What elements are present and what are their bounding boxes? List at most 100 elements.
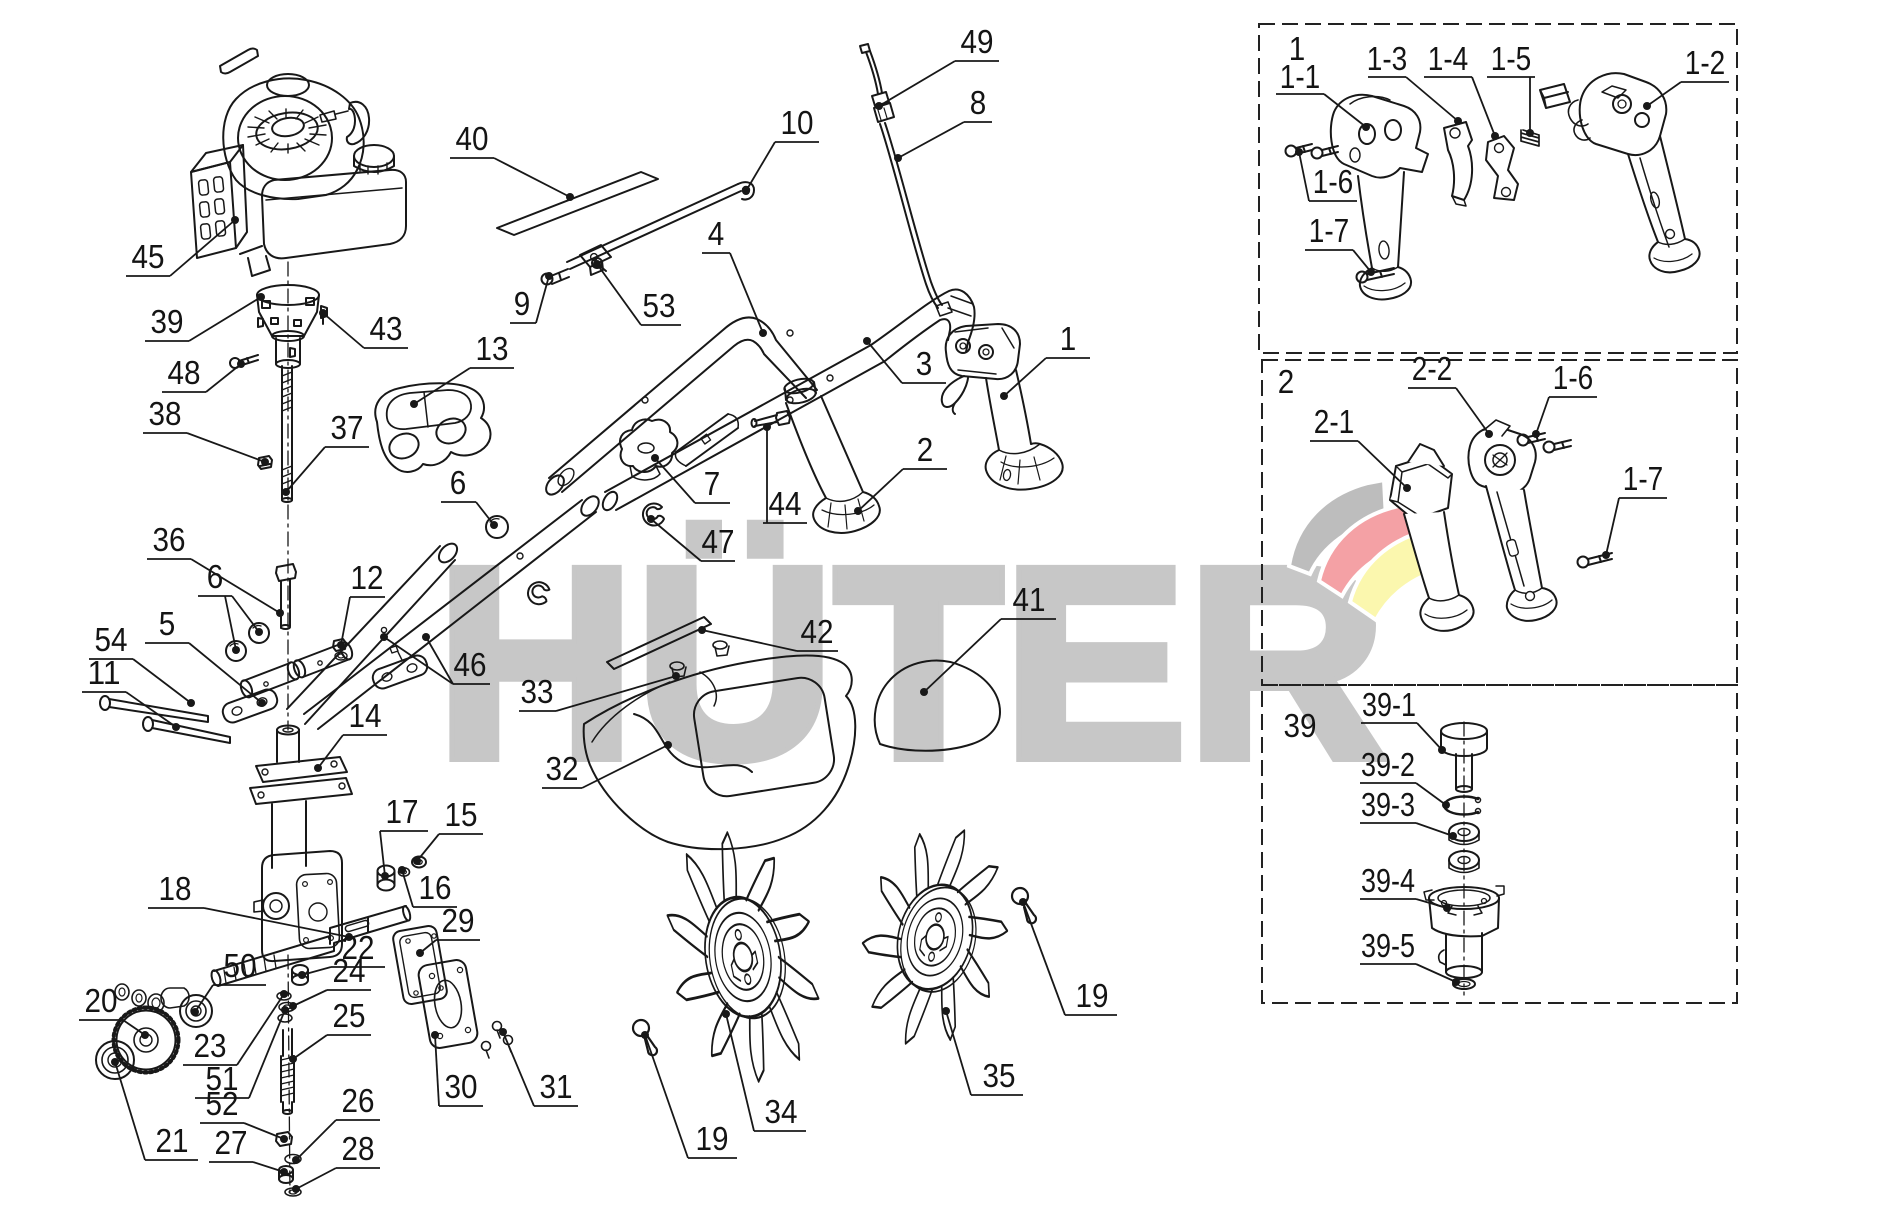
callout-1-6-part [1298, 151, 1310, 202]
screws-1-6-panel1-part [1321, 145, 1339, 157]
transmission-shaft-part [402, 905, 412, 922]
huter-logo-icon-part [1286, 477, 1389, 577]
clamp-halfpipe-a-part [242, 662, 298, 698]
callout-39-1: 39-1 [1361, 686, 1446, 754]
bearing-21-part [101, 1046, 129, 1074]
callout-39-part [188, 296, 262, 342]
callout-1-6-part [1532, 430, 1540, 438]
callout-34-part [722, 1010, 730, 1018]
worm-shaft-stack-part [280, 1056, 295, 1097]
drive-shaft-part [229, 624, 262, 647]
callout-50: 50 [191, 947, 266, 1016]
bolt-36-part [275, 563, 297, 582]
cable-adjuster-49-part [877, 109, 882, 121]
callout-35-part [945, 1010, 972, 1096]
trim-strip-42 [606, 616, 712, 670]
callout-27-part [252, 1161, 285, 1173]
callout-36-part [276, 609, 284, 617]
callout-1-4-part [1491, 132, 1499, 140]
callout-34-part [725, 1013, 755, 1132]
callout-32-part: 32 [546, 750, 579, 787]
callout-22: 22 [298, 929, 385, 979]
ball-6c [485, 515, 509, 539]
callout-30-part [431, 1031, 439, 1039]
engine-assembly [190, 47, 407, 277]
callout-39-3: 39-3 [1360, 786, 1457, 840]
callout-49-part [875, 102, 883, 110]
callout-19-part [1022, 901, 1066, 1016]
callout-1-part: 1 [1060, 320, 1077, 357]
recoil-fins-part [255, 138, 270, 146]
drum-39-1-part [1440, 730, 1488, 749]
callout-18-part [345, 933, 353, 941]
callout-23: 23 [183, 990, 288, 1066]
bearing-21 [95, 1040, 135, 1080]
drive-shaft-part-part [281, 392, 293, 398]
fender [582, 654, 857, 851]
callout-46-part [380, 633, 388, 641]
handlebar-tube-4-part [557, 467, 575, 487]
screws-31-part [491, 1020, 503, 1032]
left-grip-part [825, 491, 864, 503]
callout-40: 40 [450, 120, 574, 201]
clamp-halfpipe-b-part [292, 659, 307, 679]
callout-1-7-part: 1-7 [1623, 460, 1664, 497]
callout-23-part [236, 993, 285, 1066]
cable-end-fitting [935, 301, 953, 317]
callout-28-part [295, 1167, 337, 1190]
carry-handle-part [374, 382, 492, 473]
callout-25-part [289, 1055, 297, 1063]
handle-half-1-2-part [1657, 238, 1686, 246]
callout-41-part [923, 618, 1002, 693]
gasket-29-part [405, 938, 411, 944]
gear-20-part [115, 1009, 177, 1071]
left-grip-part [785, 387, 817, 405]
callout-11-part [125, 691, 177, 728]
lever-1-4-part [1485, 135, 1519, 201]
callout-9-part [535, 275, 550, 324]
gearbox-column-part [249, 777, 353, 805]
handle-half-1-2-part [1634, 112, 1650, 128]
clamp-halfpipe-b-part [317, 660, 323, 666]
callout-39-4-part [1415, 898, 1448, 909]
callout-15-part [416, 833, 440, 862]
callout-13-part [410, 400, 418, 408]
callout-36-part: 36 [153, 521, 186, 558]
trigger-handle-assembly-part [999, 455, 1007, 481]
tube-segment-part [674, 413, 740, 467]
handle-half-1-1-part [1378, 240, 1390, 260]
handle-half-1-2-part [1649, 191, 1661, 209]
callout-16-part: 16 [419, 869, 452, 906]
engine-shroud [222, 77, 365, 201]
callout-39-3-part: 39-3 [1361, 786, 1415, 823]
recoil-fins-part [304, 138, 320, 146]
gearbox-column-part [271, 800, 307, 869]
callout-31-part [499, 1028, 507, 1036]
throttle-cable [859, 43, 943, 309]
drum-39-1-part [1455, 753, 1473, 790]
callout-45-part [231, 216, 239, 224]
callout-27: 27 [209, 1124, 288, 1176]
callout-6: 6 [198, 558, 263, 654]
callout-2-2: 2-2 [1408, 350, 1493, 438]
exploded-parts-diagram-part [95, 43, 1701, 1197]
callout-52-part [243, 1122, 285, 1140]
tine-wheel-35-part [844, 815, 1026, 1059]
bearing-39-3-part [1457, 827, 1471, 837]
callout-28: 28 [292, 1130, 380, 1193]
handle-half-2-2-part [1524, 590, 1536, 602]
callout-26-part [292, 1156, 300, 1164]
transmission-shaft-part [344, 919, 370, 933]
handle-half-1-1-part [1329, 93, 1429, 179]
bolt-11 [142, 716, 231, 744]
callout-48-part [205, 363, 242, 393]
callout-32: 32 [542, 741, 672, 789]
callout-50-part: 50 [224, 947, 257, 984]
callout-48-part [237, 360, 245, 368]
callout-16-part [398, 866, 406, 874]
trigger-1-3-part [1449, 127, 1461, 139]
drive-shaft-part [281, 371, 293, 492]
trigger-handle-assembly [935, 301, 1064, 491]
lower-handlebar-part [303, 499, 597, 730]
